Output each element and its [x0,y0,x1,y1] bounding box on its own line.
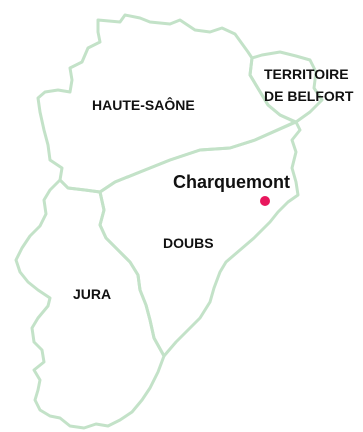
jura-label: JURA [73,286,111,302]
territoire-de-belfort-border [248,50,324,124]
town-marker[interactable] [260,196,270,206]
territoire-de-belfort-label-line2: DE BELFORT [264,88,354,104]
haute-saone-label: HAUTE-SAÔNE [92,96,195,113]
territoire-de-belfort-label-line1: TERRITOIRE [264,66,349,82]
doubs-label: DOUBS [163,235,214,251]
town-label: Charquemont [173,172,290,192]
jura-border [14,178,166,430]
